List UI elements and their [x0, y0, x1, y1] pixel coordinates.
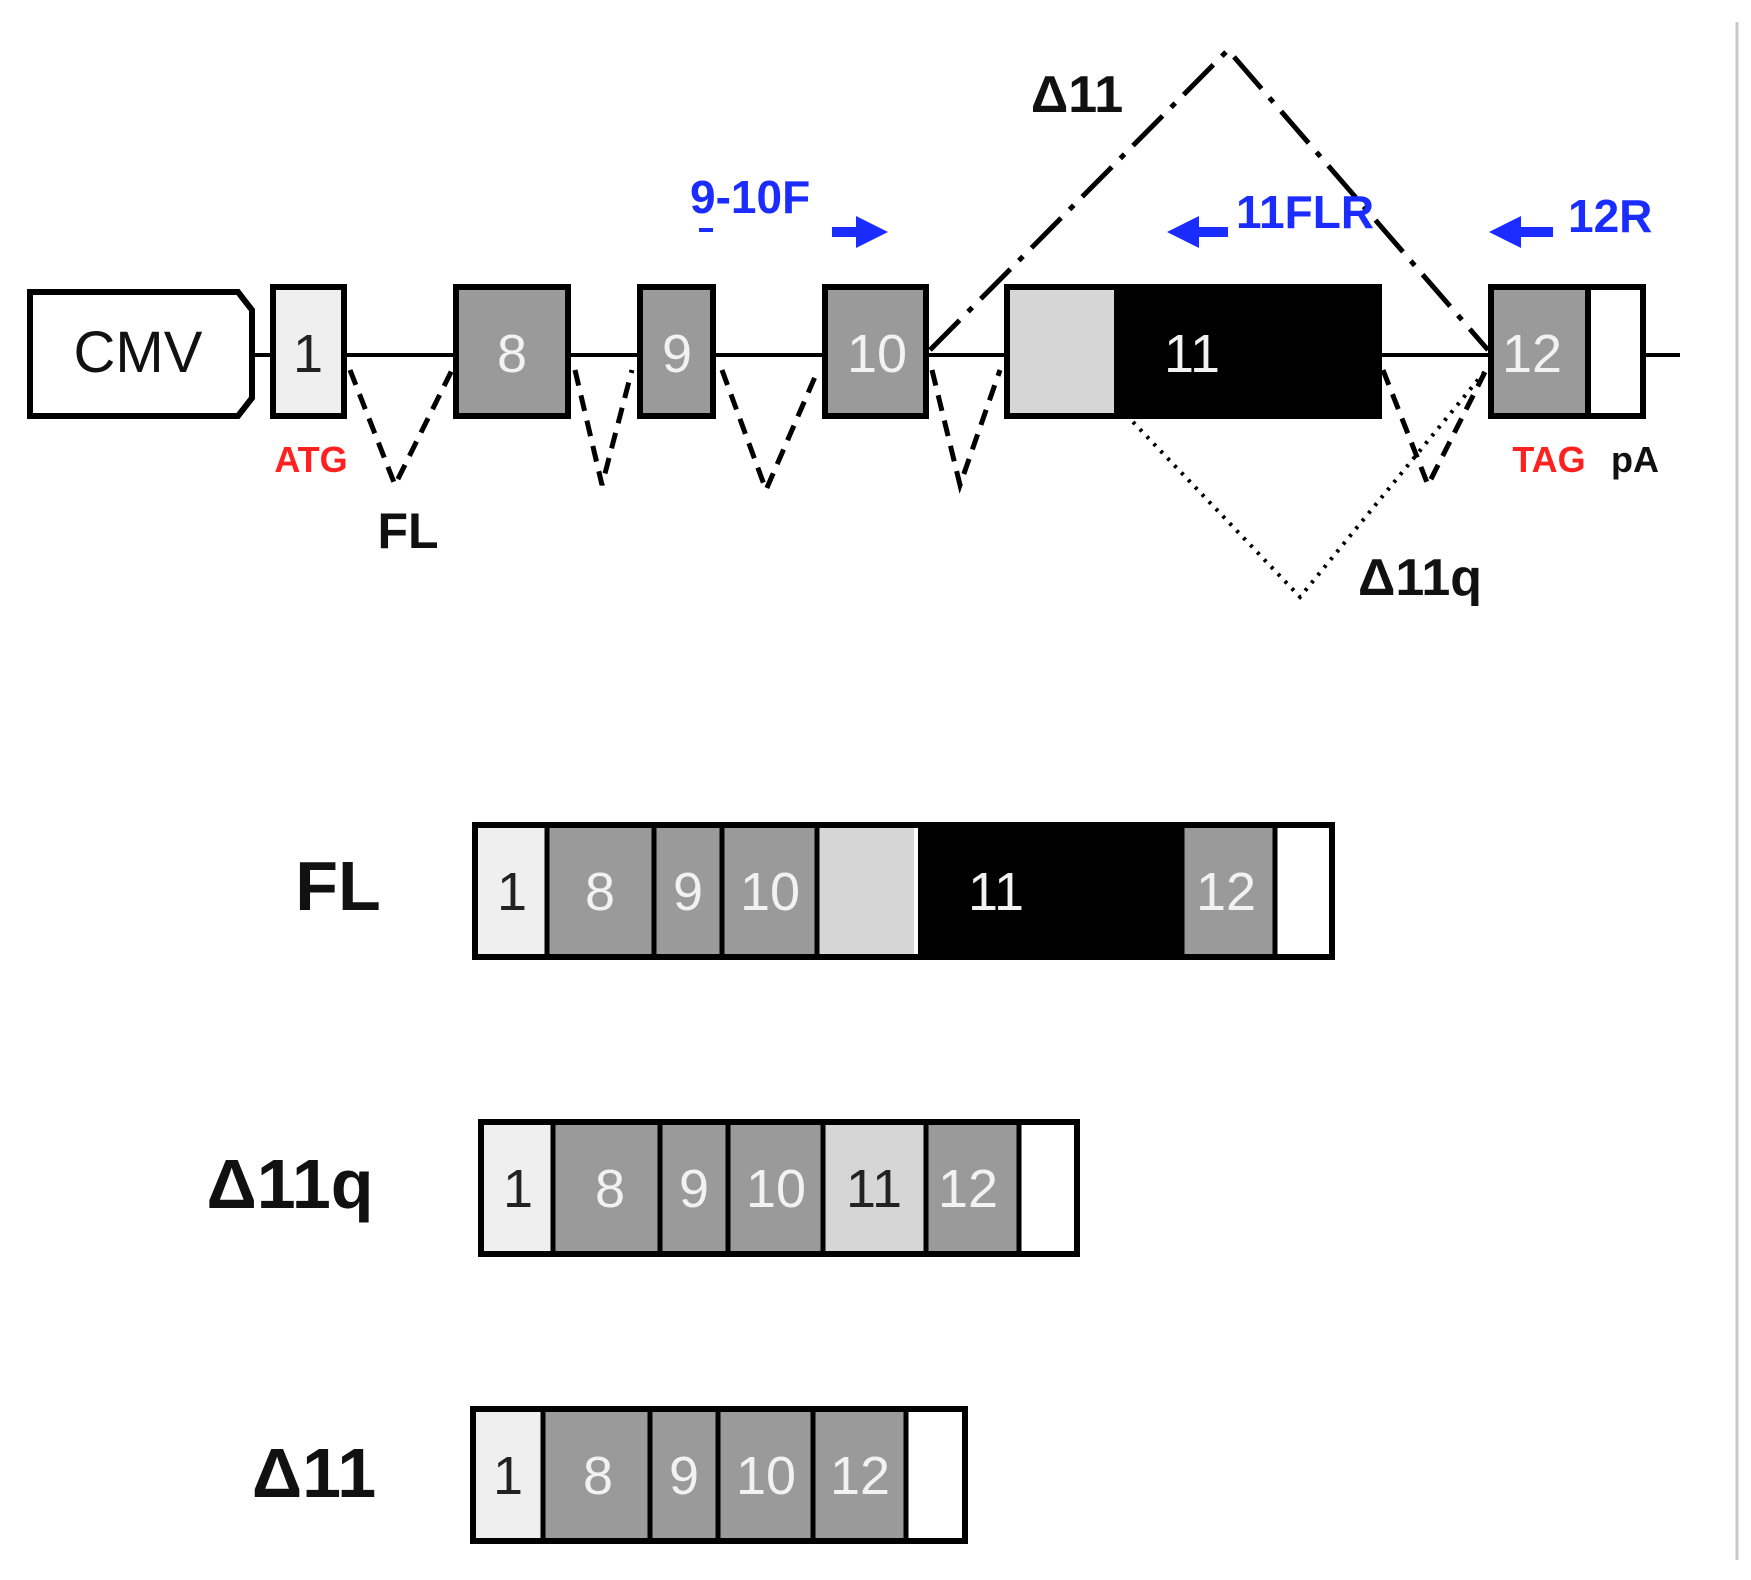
- transcript-fl: FL 1 8 9 10 11 12: [295, 822, 1335, 960]
- delta11q-splice-label: Δ11q: [1358, 549, 1482, 607]
- exon-block-8: [549, 828, 652, 954]
- exon-12: 12: [1488, 284, 1646, 419]
- exon-label: 1: [497, 862, 527, 922]
- primer-forward: 9-10F: [690, 171, 888, 248]
- exon-block-1: [484, 1125, 551, 1251]
- exon-10-label: 10: [847, 324, 907, 384]
- delta11-splice-path: [928, 46, 1490, 352]
- exon-label: 8: [583, 1446, 613, 1506]
- reverse-11-arrow-icon: [1167, 216, 1228, 248]
- exon-label: 10: [746, 1159, 806, 1219]
- cmv-label: CMV: [74, 320, 203, 385]
- primer-reverse-12: 12R: [1489, 190, 1652, 248]
- start-codon-label: ATG: [274, 439, 347, 480]
- exon-block-10: [730, 1125, 821, 1251]
- exon-block-1: [478, 828, 545, 954]
- exon-10: 10: [822, 284, 929, 419]
- exon-block-9: [662, 1125, 726, 1251]
- exon-label: 12: [1196, 862, 1256, 922]
- exon-8: 8: [453, 284, 571, 419]
- exon-block-11-light: [819, 828, 914, 954]
- exon-label: 10: [740, 862, 800, 922]
- exon-11-label: 11: [1164, 324, 1220, 384]
- exon-block-12: [928, 1125, 1017, 1251]
- delta11-splice-label: Δ11: [1031, 66, 1123, 124]
- exon-label: 12: [830, 1446, 890, 1506]
- exon-block-10: [720, 1412, 811, 1538]
- primer-reverse-11: 11FLR: [1167, 186, 1374, 248]
- polya-label: pA: [1611, 439, 1659, 480]
- reverse-12-arrow-icon: [1489, 216, 1553, 248]
- delta11q-splice-path: [1131, 368, 1488, 601]
- exon-label: 1: [503, 1159, 533, 1219]
- fl-splice-paths: [347, 368, 1489, 497]
- exon-8-label: 8: [497, 324, 527, 384]
- transcript-name: FL: [295, 847, 381, 925]
- exon-block-8: [545, 1412, 648, 1538]
- exon-block-12: [1184, 828, 1273, 954]
- primer-forward-label: 9-10F: [690, 171, 810, 223]
- exon-9: 9: [637, 284, 716, 419]
- exon-label: 9: [673, 862, 703, 922]
- exon-label: 12: [938, 1159, 998, 1219]
- fl-splice-label: FL: [377, 503, 438, 559]
- exon-block-9: [652, 1412, 716, 1538]
- exon-11: 11: [1004, 284, 1382, 419]
- exon-9-label: 9: [662, 324, 692, 384]
- exon-block-1: [476, 1412, 541, 1538]
- exon-label: 9: [679, 1159, 709, 1219]
- exon-label: 10: [736, 1446, 796, 1506]
- exon-block-9: [656, 828, 720, 954]
- primer-reverse-11-label: 11FLR: [1236, 186, 1374, 238]
- exon-label: 8: [585, 862, 615, 922]
- exon-1: 1: [270, 284, 347, 419]
- cmv-promoter: CMV: [27, 289, 255, 419]
- stop-codon-label: TAG: [1512, 439, 1585, 480]
- exon-label: 9: [669, 1446, 699, 1506]
- exon-label: 11: [968, 862, 1024, 922]
- transcript-delta11: Δ11 1 8 9 10 12: [252, 1406, 968, 1544]
- exon-label: 11: [846, 1159, 902, 1219]
- exon-block-10: [724, 828, 815, 954]
- exon-block-12: [815, 1412, 904, 1538]
- transcript-name: Δ11: [252, 1434, 376, 1512]
- exon-block-8: [555, 1125, 658, 1251]
- exon-label: 1: [493, 1446, 523, 1506]
- exon-12-label: 12: [1502, 324, 1562, 384]
- gene-map: CMV 1 8 9 10 11: [27, 46, 1680, 607]
- forward-arrow-icon: [832, 216, 888, 248]
- transcript-name: Δ11q: [206, 1145, 373, 1223]
- exon-1-label: 1: [293, 324, 323, 384]
- exon-block-11-dark: [918, 828, 1180, 954]
- exon-block-11: [825, 1125, 924, 1251]
- primer-reverse-12-label: 12R: [1568, 190, 1652, 242]
- transcript-delta11q: Δ11q 1 8 9 10 11 12: [206, 1119, 1080, 1257]
- exon-label: 8: [595, 1159, 625, 1219]
